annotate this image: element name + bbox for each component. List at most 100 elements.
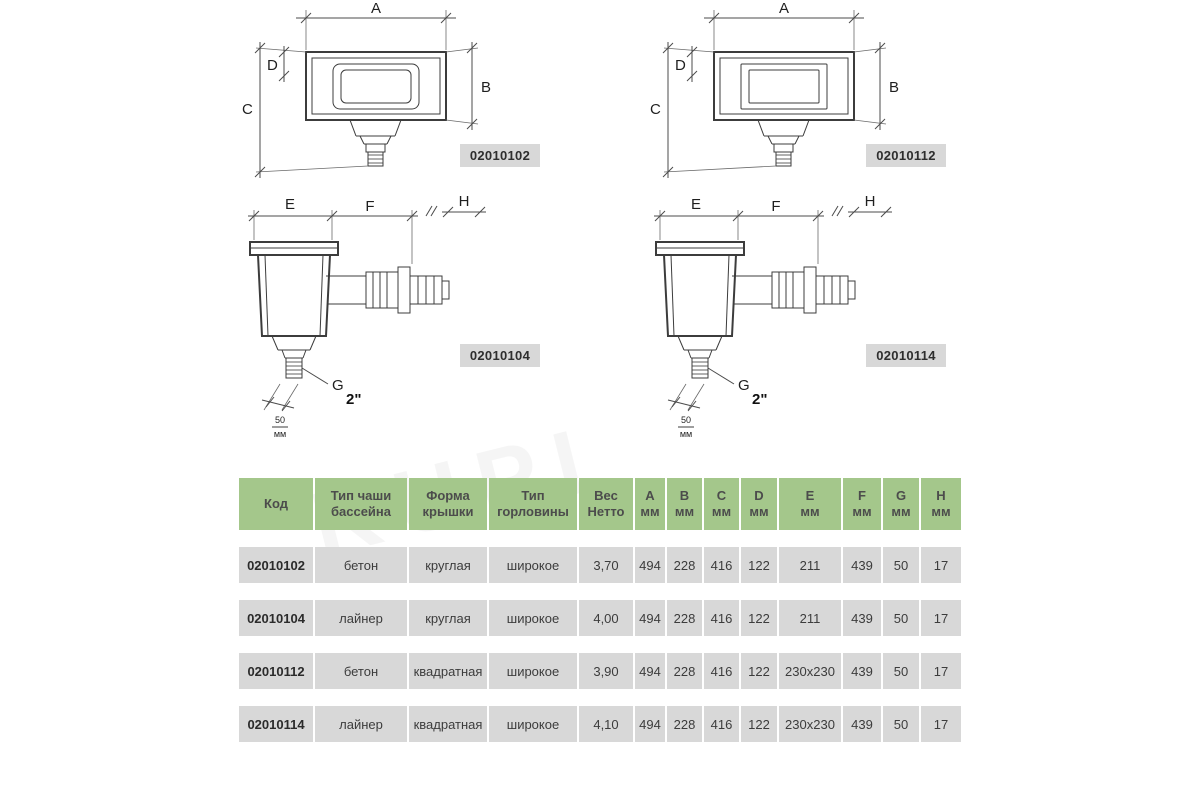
cell-h: 17: [921, 706, 961, 742]
pipe-size-label: 2": [752, 391, 767, 408]
col-header-net-weight: Вес Нетто: [579, 478, 633, 530]
diagram-skimmer-side-2: E F H: [646, 193, 966, 451]
cell-code: 02010102: [239, 547, 313, 583]
cell-d: 122: [741, 547, 777, 583]
table-row: 02010104 лайнер круглая широкое 4,00 494…: [239, 600, 961, 636]
product-code-badge: 02010112: [866, 144, 946, 167]
dim-label-e: E: [285, 196, 295, 213]
product-code-badge: 02010102: [460, 144, 540, 167]
col-header-pool-type: Тип чаши бассейна: [315, 478, 407, 530]
spec-table: Код Тип чаши бассейна Форма крышки Тип г…: [237, 461, 963, 759]
cell-pool-type: лайнер: [315, 706, 407, 742]
cell-throat-type: широкое: [489, 547, 577, 583]
cell-pool-type: бетон: [315, 653, 407, 689]
skimmer-side-view-drawing: E F H: [248, 193, 486, 439]
col-header-a: А мм: [635, 478, 665, 530]
cell-a: 494: [635, 653, 665, 689]
col-header-e: Е мм: [779, 478, 841, 530]
cell-d: 122: [741, 653, 777, 689]
cell-f: 439: [843, 600, 881, 636]
cell-cover-shape: квадратная: [409, 653, 487, 689]
cell-net-weight: 4,10: [579, 706, 633, 742]
dim-label-e: E: [691, 196, 701, 213]
diagram-skimmer-front-square: A B C: [646, 0, 956, 180]
skimmer-front-view-drawing: A B: [242, 0, 491, 178]
col-header-g: G мм: [883, 478, 919, 530]
diagram-skimmer-side-1: E F H: [240, 193, 560, 451]
table-row: 02010112 бетон квадратная широкое 3,90 4…: [239, 653, 961, 689]
cell-f: 439: [843, 653, 881, 689]
dim-label-c: C: [242, 101, 253, 118]
col-header-c: С мм: [704, 478, 739, 530]
dim-label-g: G: [332, 377, 344, 394]
cell-cover-shape: круглая: [409, 600, 487, 636]
cell-b: 228: [667, 706, 702, 742]
dim-label-c: C: [650, 101, 661, 118]
cell-g: 50: [883, 706, 919, 742]
dim-label-h: H: [865, 196, 876, 210]
cell-c: 416: [704, 600, 739, 636]
cell-pool-type: бетон: [315, 547, 407, 583]
cell-code: 02010104: [239, 600, 313, 636]
col-header-code: Код: [239, 478, 313, 530]
product-code-badge: 02010114: [866, 344, 946, 367]
cell-cover-shape: квадратная: [409, 706, 487, 742]
cell-b: 228: [667, 653, 702, 689]
dim-label-h: H: [459, 196, 470, 210]
dim-label-b: B: [889, 79, 899, 96]
cell-h: 17: [921, 547, 961, 583]
cell-a: 494: [635, 706, 665, 742]
cell-a: 494: [635, 547, 665, 583]
dim-label-mm: мм: [680, 429, 692, 439]
cell-code: 02010112: [239, 653, 313, 689]
table-header-row: Код Тип чаши бассейна Форма крышки Тип г…: [239, 478, 961, 530]
col-header-throat-type: Тип горловины: [489, 478, 577, 530]
cell-net-weight: 3,90: [579, 653, 633, 689]
skimmer-front-view-drawing: A B C: [650, 0, 899, 178]
col-header-cover-shape: Форма крышки: [409, 478, 487, 530]
cell-c: 416: [704, 706, 739, 742]
cell-g: 50: [883, 600, 919, 636]
cell-e: 230х230: [779, 653, 841, 689]
cell-h: 17: [921, 600, 961, 636]
dim-label-mm: мм: [274, 429, 286, 439]
cell-b: 228: [667, 600, 702, 636]
dim-label-f: F: [365, 198, 374, 215]
col-header-b: В мм: [667, 478, 702, 530]
cell-h: 17: [921, 653, 961, 689]
table-row: 02010102 бетон круглая широкое 3,70 494 …: [239, 547, 961, 583]
cell-throat-type: широкое: [489, 600, 577, 636]
pipe-size-label: 2": [346, 391, 361, 408]
cell-c: 416: [704, 653, 739, 689]
dim-label-a: A: [371, 2, 381, 17]
cell-c: 416: [704, 547, 739, 583]
skimmer-side-view-drawing: E F H: [654, 193, 892, 439]
cell-g: 50: [883, 653, 919, 689]
product-code-badge: 02010104: [460, 344, 540, 367]
cell-throat-type: широкое: [489, 653, 577, 689]
dim-label-a: A: [779, 2, 789, 17]
dim-label-50: 50: [275, 415, 285, 425]
cell-g: 50: [883, 547, 919, 583]
cell-b: 228: [667, 547, 702, 583]
col-header-f: F мм: [843, 478, 881, 530]
diagram-skimmer-front-round: A B: [238, 0, 548, 180]
cell-f: 439: [843, 706, 881, 742]
cell-cover-shape: круглая: [409, 547, 487, 583]
cell-d: 122: [741, 600, 777, 636]
cell-a: 494: [635, 600, 665, 636]
table-row: 02010114 лайнер квадратная широкое 4,10 …: [239, 706, 961, 742]
cell-e: 211: [779, 547, 841, 583]
cell-pool-type: лайнер: [315, 600, 407, 636]
dim-label-b: B: [481, 79, 491, 96]
col-header-d: D мм: [741, 478, 777, 530]
col-header-h: Н мм: [921, 478, 961, 530]
dim-label-g: G: [738, 377, 750, 394]
cell-code: 02010114: [239, 706, 313, 742]
cell-e: 211: [779, 600, 841, 636]
cell-net-weight: 4,00: [579, 600, 633, 636]
dim-label-d: D: [675, 57, 686, 74]
cell-net-weight: 3,70: [579, 547, 633, 583]
dim-label-d: D: [267, 57, 278, 74]
